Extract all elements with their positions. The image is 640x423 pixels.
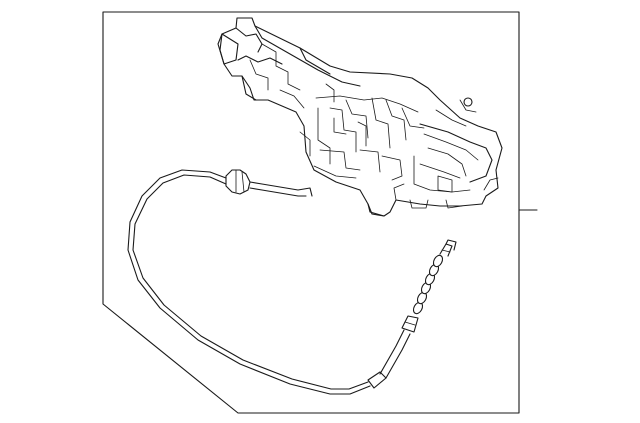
door-lock-actuator (217, 17, 503, 217)
release-cable (127, 169, 457, 395)
diagram-frame (102, 11, 520, 414)
